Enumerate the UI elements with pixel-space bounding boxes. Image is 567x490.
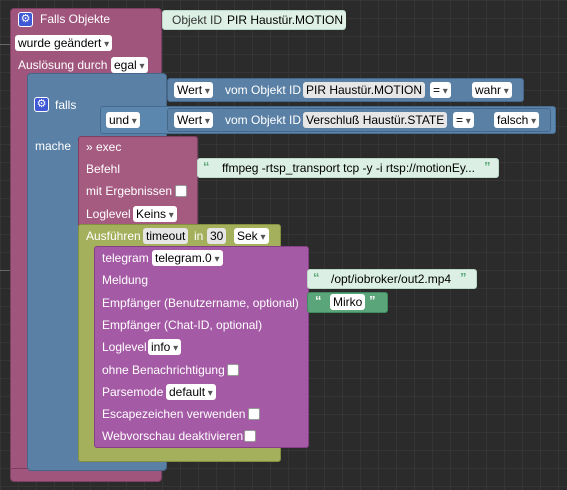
befehl-value[interactable]: ffmpeg -rtsp_transport tcp -y -i rtsp://… <box>222 161 475 175</box>
ausloesung-label: Auslösung durch <box>18 58 108 72</box>
exec-loglevel-dropdown[interactable]: Keins <box>133 206 177 222</box>
ergebnissen-label: mit Ergebnissen <box>86 184 173 198</box>
befehl-string-block[interactable] <box>197 158 499 178</box>
cond2-object-value[interactable]: Verschluß Haustür.STATE <box>303 112 448 128</box>
user-quote-close-icon: ” <box>369 293 376 308</box>
und-dropdown[interactable]: und <box>106 112 140 128</box>
telegram-instance-dropdown[interactable]: telegram.0 <box>152 250 223 266</box>
cond2-operator-dropdown[interactable]: = <box>453 112 474 128</box>
telegram-loglevel-dropdown[interactable]: info <box>148 339 182 355</box>
timeout-amount[interactable]: 30 <box>207 228 227 244</box>
empfaenger-user-label: Empfänger (Benutzername, optional) <box>102 296 299 310</box>
telegram-loglevel-label: Loglevel <box>102 340 147 354</box>
timeout-name[interactable]: timeout <box>143 228 189 244</box>
escape-label: Escapezeichen verwenden <box>102 407 246 421</box>
cond1-vom-label: vom Objekt ID <box>225 83 302 97</box>
timeout-unit-dropdown[interactable]: Sek <box>234 228 269 244</box>
trigger-title: Falls Objekte <box>40 12 111 26</box>
cond1-object-value[interactable]: PIR Haustür.MOTION <box>303 82 426 98</box>
ohne-checkbox[interactable] <box>227 364 239 376</box>
object-id-value[interactable]: PIR Haustür.MOTION <box>224 12 347 28</box>
telegram-title: telegram <box>102 251 149 265</box>
left-guide-line <box>0 44 10 45</box>
mache-label: mache <box>35 139 72 153</box>
if-gear-icon[interactable]: ⚙ <box>34 97 49 112</box>
cond1-operator-dropdown[interactable]: = <box>430 82 451 98</box>
user-quote-open-icon: “ <box>315 293 322 308</box>
ausfuehren-label: Ausführen <box>86 229 141 243</box>
empfaenger-chat-label: Empfänger (Chat-ID, optional) <box>102 318 263 332</box>
object-id-label: Objekt ID <box>172 13 223 27</box>
ergebnissen-checkbox[interactable] <box>175 185 187 197</box>
empfaenger-user-value[interactable]: Mirko <box>330 294 366 310</box>
left-guide-line-2 <box>0 270 10 271</box>
meldung-quote-close-icon: ” <box>460 270 467 285</box>
telegram-block[interactable] <box>94 246 309 448</box>
ausloesung-dropdown[interactable]: egal <box>111 57 148 73</box>
cond1-wert-dropdown[interactable]: Wert <box>174 82 213 98</box>
in-label: in <box>194 229 204 243</box>
falls-label: falls <box>55 98 77 112</box>
exec-loglevel-label: Loglevel <box>86 207 131 221</box>
cond1-value-dropdown[interactable]: wahr <box>472 82 512 98</box>
quote-open-icon: “ <box>203 159 210 174</box>
webvorschau-checkbox[interactable] <box>244 430 256 442</box>
meldung-label: Meldung <box>102 273 149 287</box>
webvorschau-label: Webvorschau deaktivieren <box>102 429 244 443</box>
quote-close-icon: ” <box>484 159 491 174</box>
change-mode-dropdown[interactable]: wurde geändert <box>15 35 113 51</box>
parsemode-dropdown[interactable]: default <box>166 384 216 400</box>
meldung-quote-open-icon: “ <box>313 270 320 285</box>
befehl-label: Befehl <box>86 162 121 176</box>
cond2-wert-dropdown[interactable]: Wert <box>174 112 213 128</box>
exec-title: » exec <box>86 140 122 154</box>
cond2-value-dropdown[interactable]: falsch <box>494 112 540 128</box>
meldung-value[interactable]: /opt/iobroker/out2.mp4 <box>331 272 452 286</box>
cond2-vom-label: vom Objekt ID <box>225 113 302 127</box>
parsemode-label: Parsemode <box>102 385 164 399</box>
gear-icon[interactable]: ⚙ <box>18 12 33 27</box>
escape-checkbox[interactable] <box>248 408 260 420</box>
meldung-string-block[interactable] <box>307 269 477 289</box>
ohne-label: ohne Benachrichtigung <box>102 363 225 377</box>
